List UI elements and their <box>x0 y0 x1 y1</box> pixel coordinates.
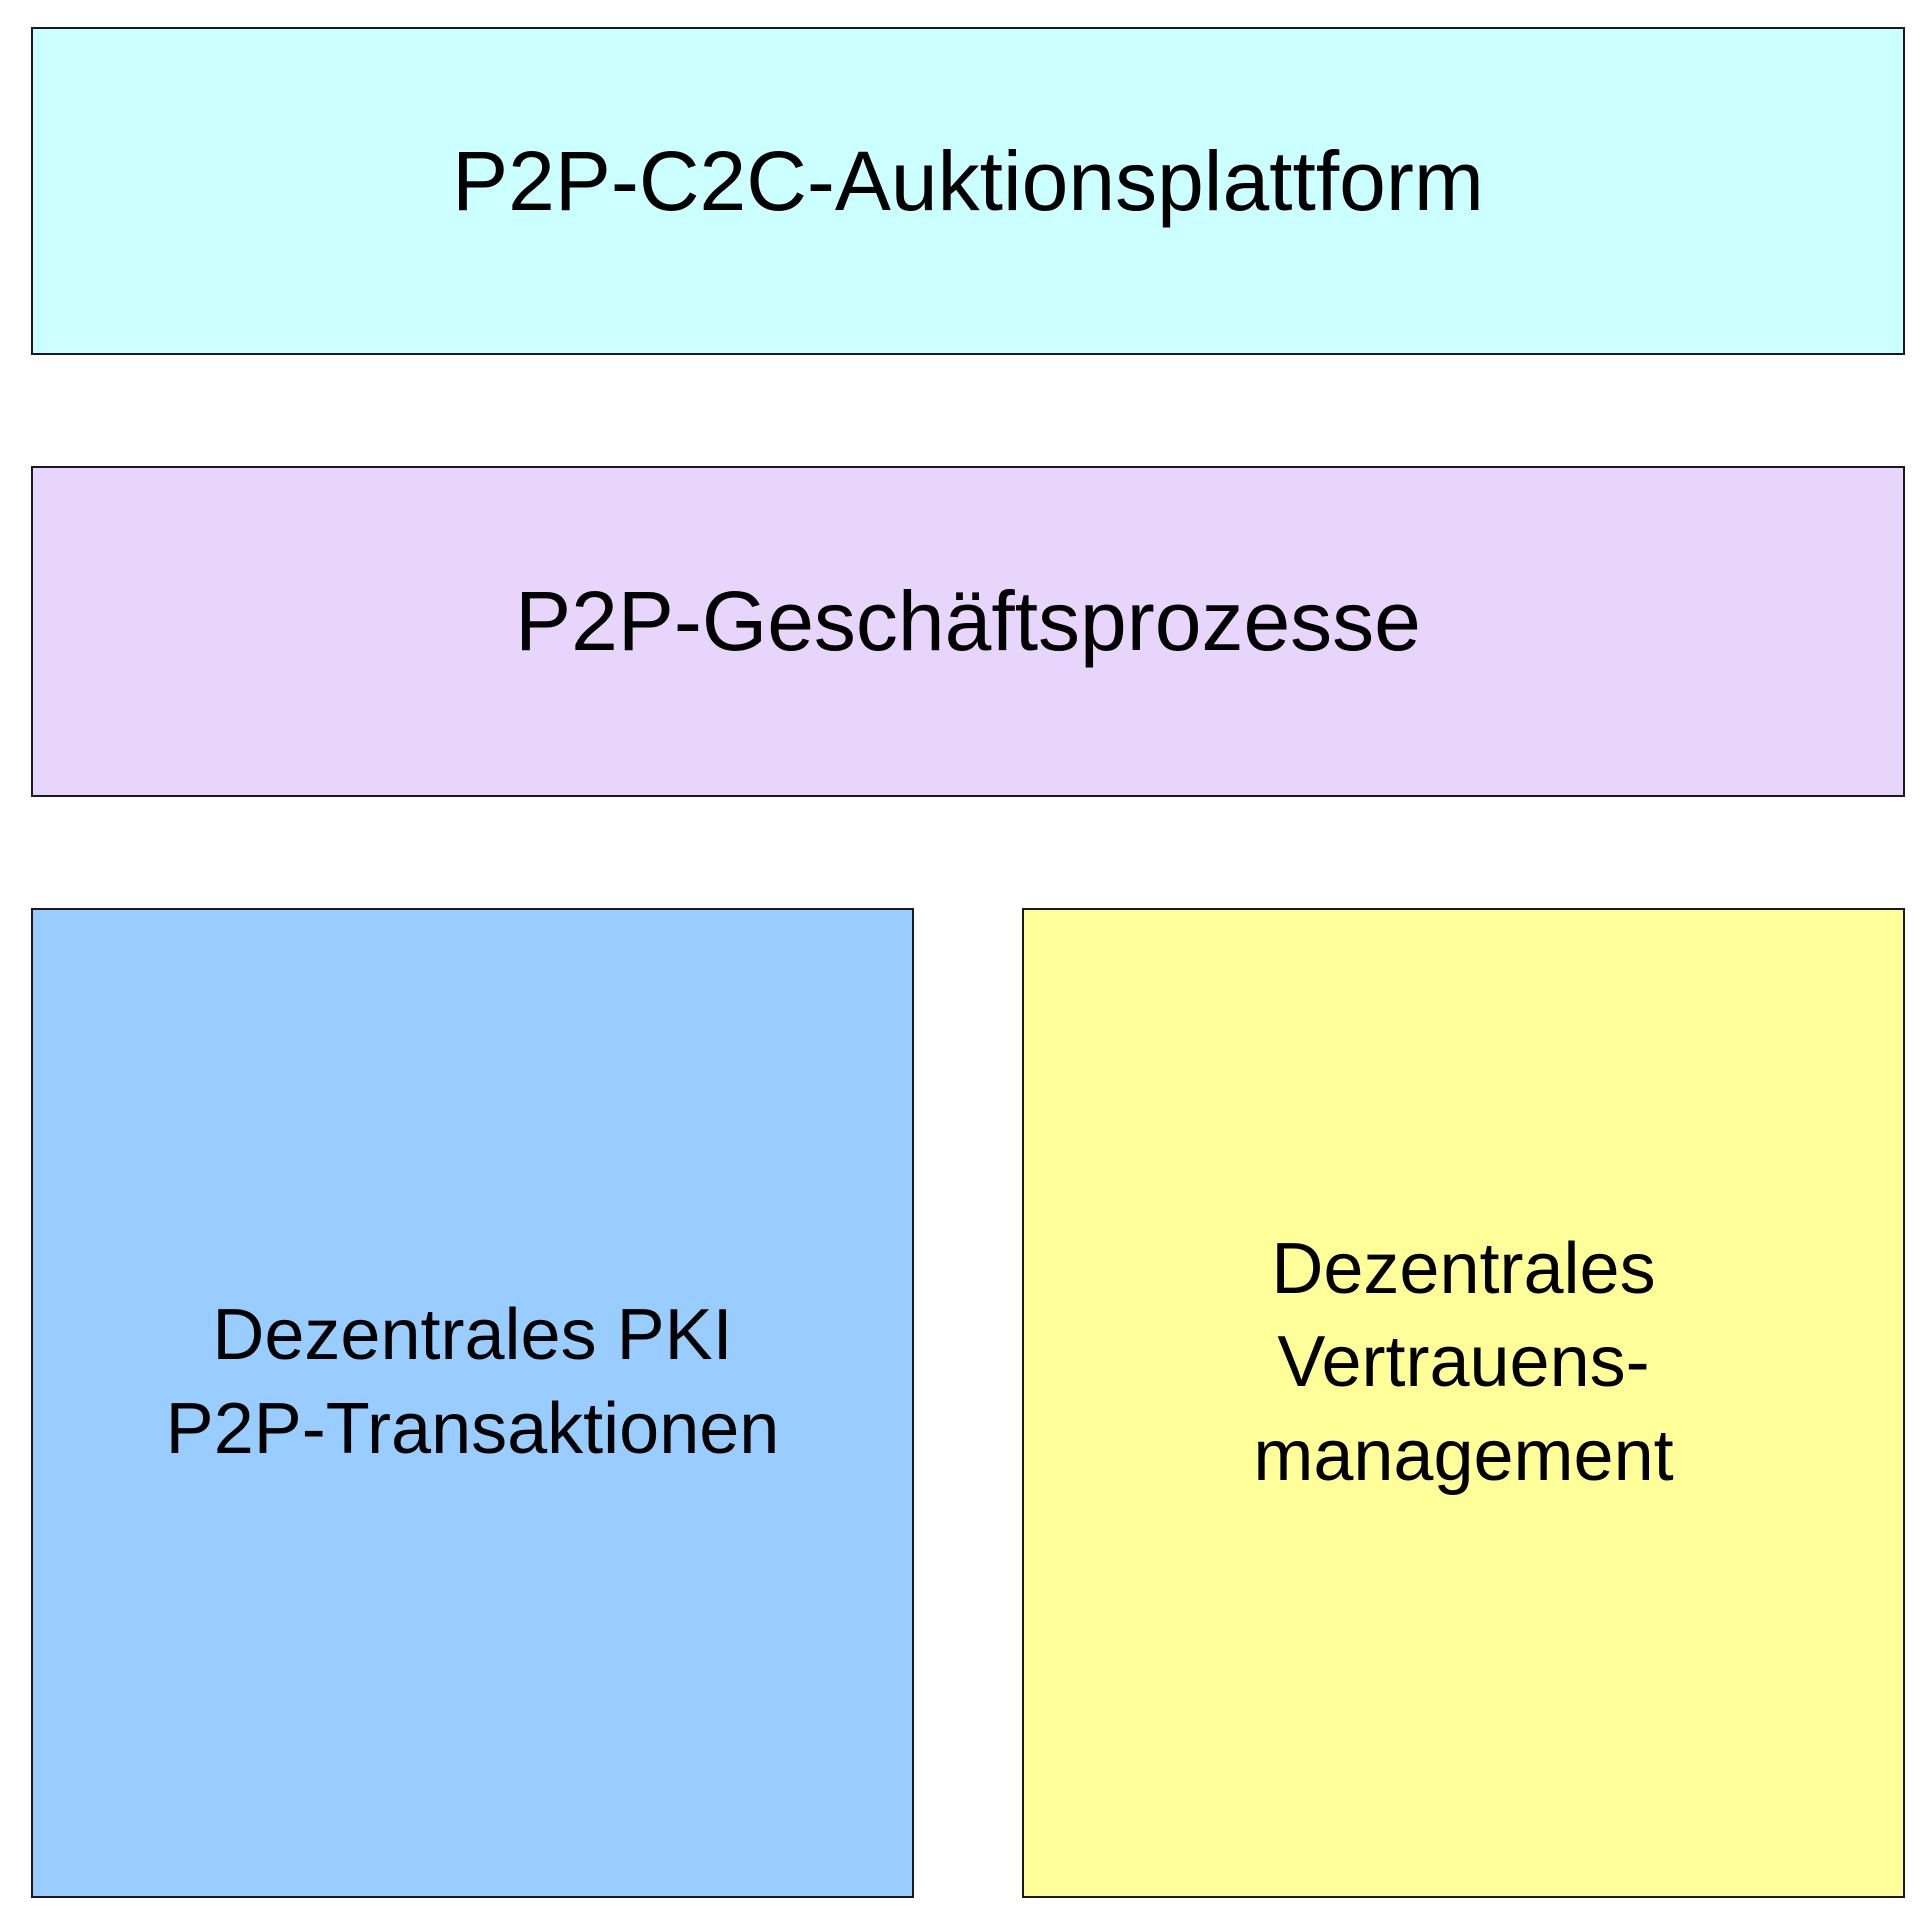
trust-management-label: Dezentrales Vertrauens- management <box>1253 1223 1673 1504</box>
pki-line-2: P2P-Transaktionen <box>165 1389 780 1469</box>
auction-platform-box: P2P-C2C-Auktionsplattform <box>31 27 1905 355</box>
trust-management-box: Dezentrales Vertrauens- management <box>1022 908 1905 1898</box>
pki-transactions-box: Dezentrales PKI P2P-Transaktionen <box>31 908 914 1898</box>
business-processes-label: P2P-Geschäftsprozesse <box>515 574 1421 668</box>
trust-line-1: Dezentrales <box>1271 1228 1656 1309</box>
pki-line-1: Dezentrales PKI <box>212 1295 733 1376</box>
trust-line-2: Vertrauens- <box>1277 1322 1650 1403</box>
business-processes-box: P2P-Geschäftsprozesse <box>31 466 1905 797</box>
trust-line-3: management <box>1253 1415 1674 1496</box>
auction-platform-label: P2P-C2C-Auktionsplattform <box>452 133 1484 228</box>
pki-transactions-label: Dezentrales PKI P2P-Transaktionen <box>166 1289 780 1476</box>
